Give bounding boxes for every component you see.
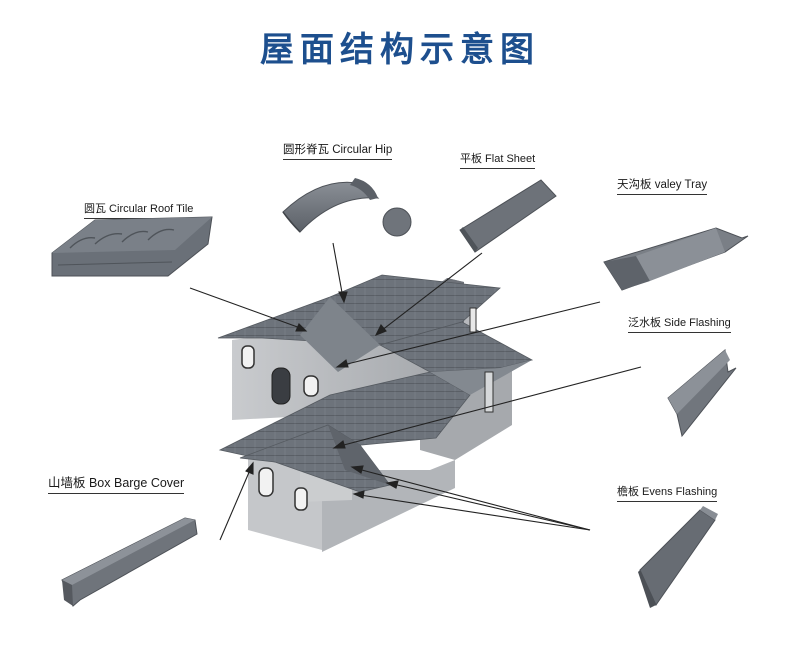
label-box-barge-cover: 山墙板 Box Barge Cover — [48, 472, 185, 494]
circular-roof-tile-component — [51, 216, 213, 277]
flat-sheet-component — [459, 179, 557, 253]
page-title: 屋面结构示意图 — [260, 30, 540, 70]
label-flat-sheet: 平板 Flat Sheet — [460, 150, 536, 169]
evens-flashing-component — [638, 506, 718, 608]
label-circular-hip: 圆形脊瓦 Circular Hip — [283, 141, 393, 160]
label-side-flashing: 泛水板 Side Flashing — [628, 314, 731, 333]
label-valey-tray: 天沟板 valey Tray — [617, 176, 708, 195]
house-illustration — [217, 274, 534, 552]
side-flashing-component — [667, 349, 737, 438]
label-evens-flashing: 檐板 Evens Flashing — [617, 483, 718, 502]
valey-tray-component — [603, 227, 749, 291]
pointer-lines — [189, 242, 642, 541]
box-barge-cover-component — [61, 517, 198, 607]
circular-hip-component — [282, 178, 412, 237]
